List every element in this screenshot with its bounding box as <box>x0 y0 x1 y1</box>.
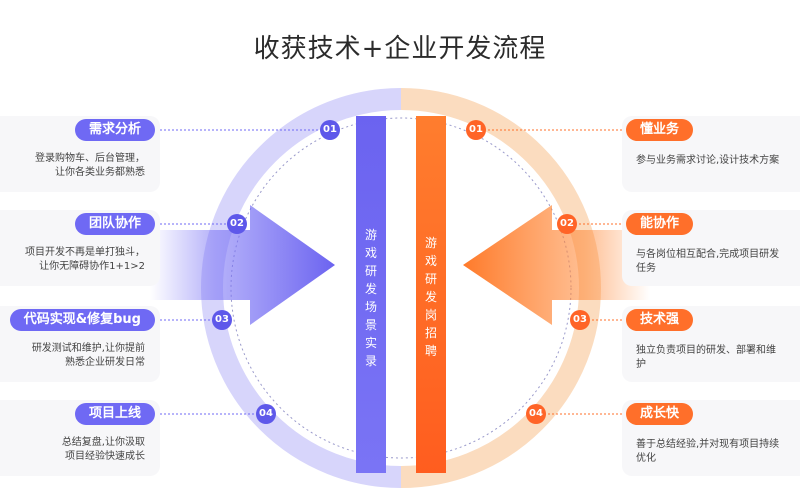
right-step-number-3: 03 <box>570 310 590 330</box>
left-label-3: 代码实现&修复bug <box>9 309 155 331</box>
left-step-number-3: 03 <box>212 310 232 330</box>
right-desc-3: 独立负责项目的研发、部署和维护 <box>636 345 776 370</box>
center-left-text: 游戏研发场景实录 <box>364 228 377 368</box>
left-desc-1: 登录购物车、后台管理，让你各类业务都熟悉 <box>35 153 145 178</box>
left-label-4: 项目上线 <box>74 403 155 425</box>
right-desc-2: 与各岗位相互配合,完成项目研发任务 <box>636 249 780 274</box>
right-desc-1: 参与业务需求讨论,设计技术方案 <box>636 155 780 166</box>
right-label-4: 成长快 <box>626 403 694 425</box>
left-desc-2: 项目开发不再是单打独斗，让你无障碍协作1+1>2 <box>25 247 145 272</box>
left-step-number-2: 02 <box>227 214 247 234</box>
center-bar-left <box>356 116 386 473</box>
left-label-2: 团队协作 <box>74 213 155 235</box>
page-title: 收获技术+企业开发流程 <box>253 34 547 64</box>
center-right-text: 游戏研发岗招聘 <box>424 236 437 358</box>
right-step-number-4: 04 <box>526 404 546 424</box>
right-desc-4: 善于总结经验,并对现有项目持续优化 <box>636 439 780 464</box>
left-arrow <box>150 205 335 325</box>
left-desc-4: 总结复盘,让你汲取项目经验快速成长 <box>61 437 145 462</box>
right-label-1: 懂业务 <box>626 119 694 141</box>
right-arrow <box>463 205 650 325</box>
left-step-number-4: 04 <box>256 404 276 424</box>
right-step-number-2: 02 <box>557 214 577 234</box>
right-label-3: 技术强 <box>626 309 694 331</box>
right-label-2: 能协作 <box>626 213 694 235</box>
center-bar-right <box>416 116 446 473</box>
left-label-1: 需求分析 <box>74 119 155 141</box>
left-desc-3: 研发测试和维护,让你提前熟悉企业研发日常 <box>31 343 145 368</box>
right-step-number-1: 01 <box>466 120 486 140</box>
left-step-number-1: 01 <box>320 120 340 140</box>
